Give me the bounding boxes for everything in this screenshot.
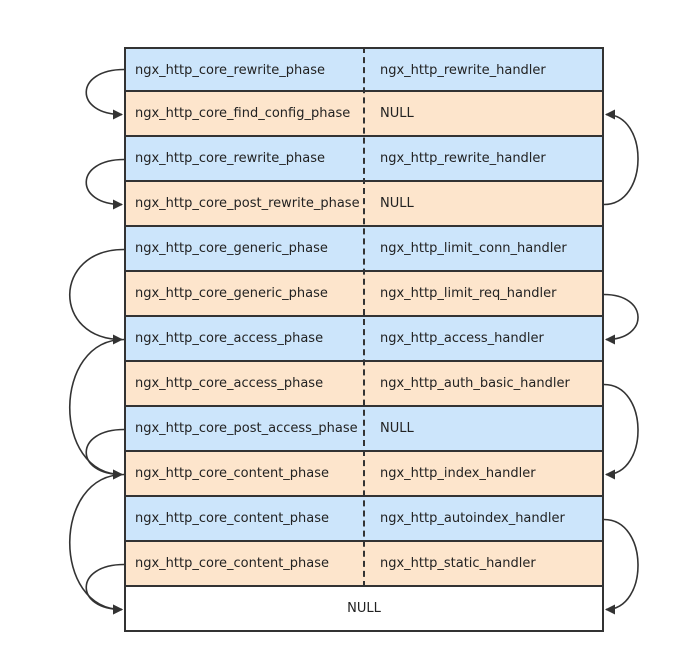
jump-arrow — [68, 248, 125, 345]
handler-name: NULL — [380, 106, 414, 121]
handler-name: NULL — [380, 196, 414, 211]
phase-name: ngx_http_core_access_phase — [135, 376, 324, 391]
phase-name: ngx_http_core_generic_phase — [135, 286, 328, 301]
phase-name: ngx_http_core_generic_phase — [135, 241, 328, 256]
handler-name: ngx_http_limit_conn_handler — [380, 241, 567, 256]
null-label: NULL — [347, 601, 381, 616]
jump-arrow — [603, 109, 639, 206]
phase-name: ngx_http_core_post_rewrite_phase — [135, 196, 360, 211]
handler-name: ngx_http_static_handler — [380, 556, 536, 571]
jump-arrow — [69, 473, 125, 615]
phase-name: ngx_http_core_rewrite_phase — [135, 63, 325, 78]
phase-name: ngx_http_core_content_phase — [135, 556, 330, 571]
jump-arrow — [85, 428, 125, 480]
phase-name: ngx_http_core_rewrite_phase — [135, 151, 325, 166]
phase-name: ngx_http_core_content_phase — [135, 511, 330, 526]
handler-name: ngx_http_autoindex_handler — [380, 511, 565, 526]
handler-name: ngx_http_access_handler — [380, 331, 544, 346]
phase-name: ngx_http_core_post_access_phase — [135, 421, 358, 436]
jump-arrow — [85, 158, 125, 210]
jump-arrow — [69, 338, 125, 480]
phase-name: ngx_http_core_find_config_phase — [135, 106, 351, 121]
final-null-row: NULL — [124, 587, 604, 632]
handler-name: NULL — [380, 421, 414, 436]
handler-name: ngx_http_auth_basic_handler — [380, 376, 570, 391]
jump-arrow — [603, 518, 639, 615]
handler-name: ngx_http_limit_req_handler — [380, 286, 557, 301]
jump-arrow — [603, 383, 639, 480]
phase-name: ngx_http_core_access_phase — [135, 331, 324, 346]
jump-arrow — [603, 293, 639, 345]
handler-name: ngx_http_index_handler — [380, 466, 536, 481]
column-divider — [363, 47, 365, 587]
handler-name: ngx_http_rewrite_handler — [380, 151, 546, 166]
jump-arrow — [85, 68, 125, 120]
handler-name: ngx_http_rewrite_handler — [380, 63, 546, 78]
jump-arrow — [85, 563, 125, 615]
phase-name: ngx_http_core_content_phase — [135, 466, 330, 481]
